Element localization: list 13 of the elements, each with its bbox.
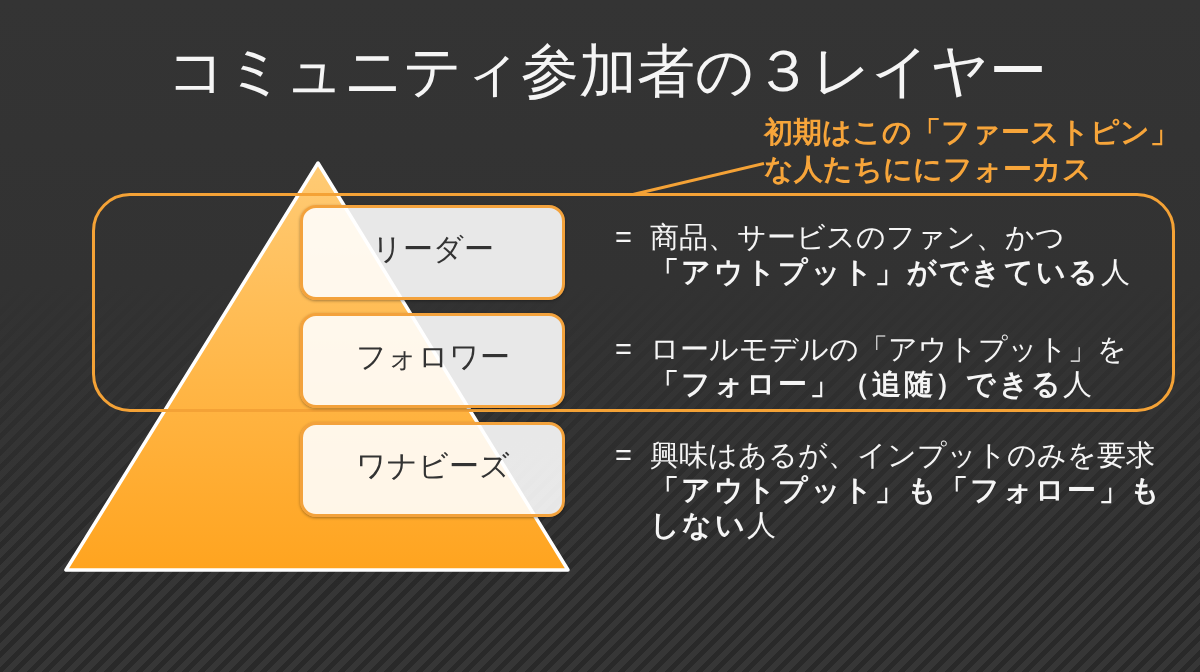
tier-description: = 興味はあるが、インプットのみを要求「アウトプット」も「フォロー」もしない人	[615, 438, 1164, 543]
tier-description: = ロールモデルの「アウトプット」を「フォロー」（追随）できる人	[615, 332, 1129, 402]
tier-description: = 商品、サービスのファン、かつ「アウトプット」ができている人	[615, 220, 1131, 290]
tier-box	[300, 205, 565, 300]
tier-label: フォロワー	[355, 338, 510, 375]
tier-box	[300, 313, 565, 408]
callout-note: 初期はこの「ファーストピン」な人たちににフォーカス	[764, 114, 1194, 188]
leader-line	[632, 162, 765, 196]
tier-box	[300, 422, 565, 517]
tier-label: ワナビーズ	[355, 447, 510, 484]
highlight-frame	[92, 193, 1175, 412]
tier-label: リーダー	[371, 230, 494, 267]
slide-title: コミュニティ参加者の３レイヤー	[166, 37, 1048, 105]
